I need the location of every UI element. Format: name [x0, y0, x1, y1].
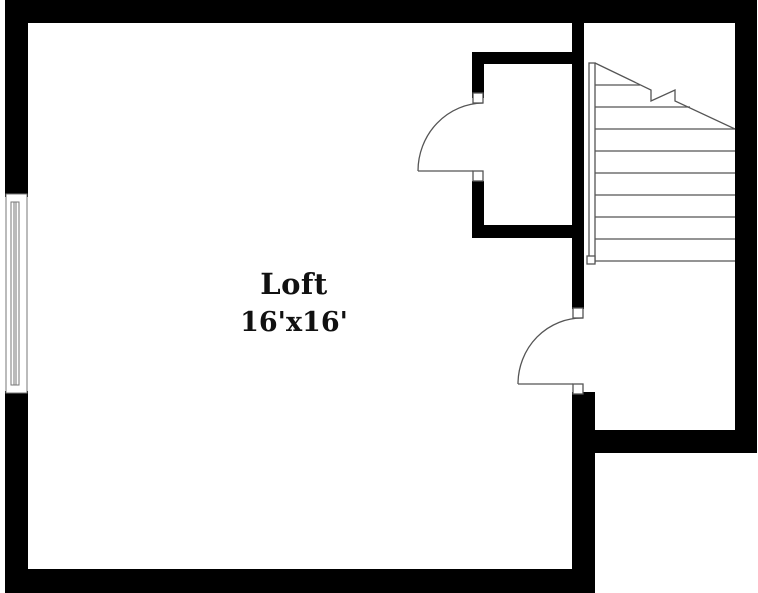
- door-swing-arc: [517, 317, 584, 385]
- room-name-loft: Loft: [260, 267, 328, 301]
- stair-treads: [595, 84, 735, 262]
- handrail: [588, 62, 596, 263]
- loft-door[interactable]: [517, 307, 584, 395]
- door-jamb-top: [572, 307, 584, 319]
- interior-partition: [572, 23, 584, 309]
- closet-door[interactable]: [417, 92, 484, 182]
- newel-post: [586, 255, 596, 265]
- closet-walls: [472, 52, 584, 238]
- door-jamb-top: [472, 92, 484, 104]
- exterior-walls: [5, 0, 757, 593]
- window: [5, 193, 28, 394]
- door-jamb-bottom: [572, 383, 584, 395]
- staircase[interactable]: [586, 62, 736, 265]
- room-dimensions-loft: 16'x16': [240, 307, 348, 338]
- door-swing-arc: [417, 102, 484, 172]
- door-jamb-bottom: [472, 170, 484, 182]
- stair-break-line: [594, 62, 736, 130]
